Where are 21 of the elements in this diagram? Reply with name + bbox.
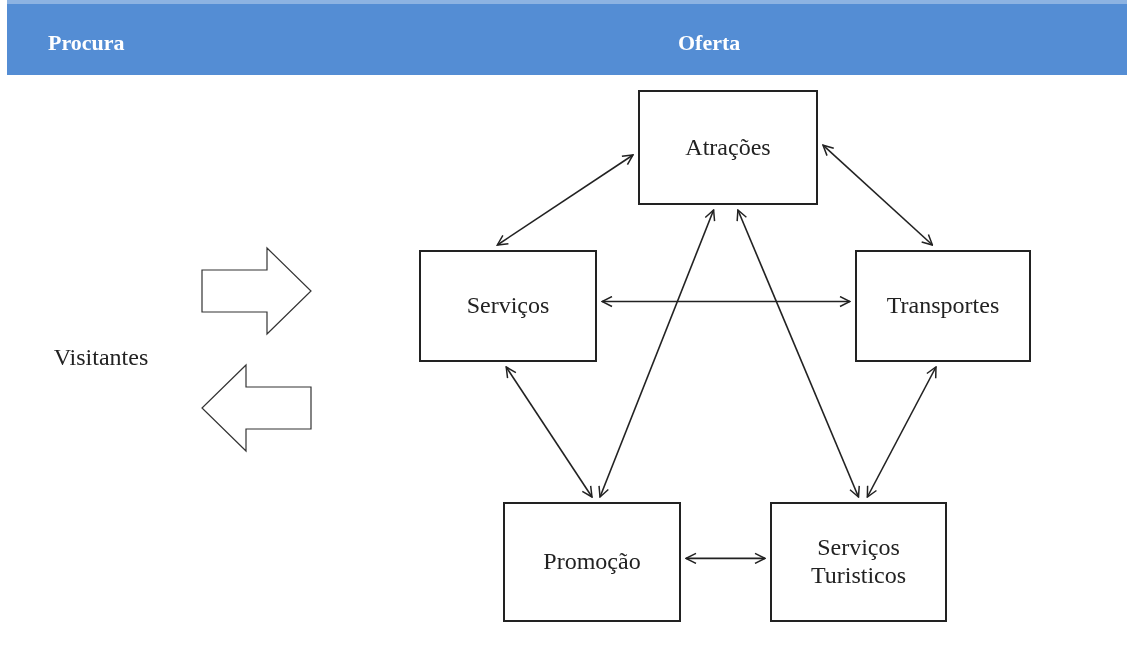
column-heading: Procura bbox=[48, 30, 125, 56]
process-box bbox=[503, 502, 681, 622]
node-label: Transportes bbox=[886, 292, 1000, 320]
node-label: Serviços bbox=[466, 292, 550, 320]
double-arrow bbox=[601, 295, 851, 308]
double-arrow bbox=[685, 552, 766, 565]
process-box bbox=[855, 250, 1031, 362]
double-arrow bbox=[496, 154, 634, 246]
double-arrow bbox=[505, 366, 593, 498]
node-label: Promoção bbox=[543, 548, 641, 576]
double-arrow bbox=[736, 209, 860, 498]
node-label: Serviços Turisticos bbox=[809, 534, 908, 590]
column-heading: Oferta bbox=[678, 30, 741, 56]
process-box bbox=[770, 502, 947, 622]
double-arrow bbox=[822, 144, 934, 246]
double-arrow bbox=[598, 209, 716, 498]
process-box bbox=[419, 250, 597, 362]
node-label: Visitantes bbox=[53, 344, 149, 372]
process-box bbox=[638, 90, 818, 205]
node-label: Atrações bbox=[685, 133, 771, 162]
double-arrow bbox=[866, 366, 937, 498]
